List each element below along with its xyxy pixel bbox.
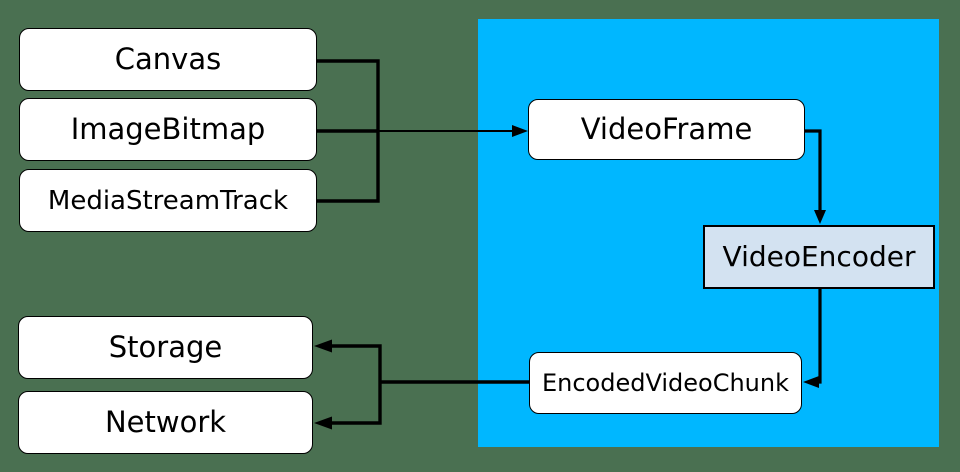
arrowhead-network <box>314 416 332 430</box>
node-video-frame: VideoFrame <box>528 99 805 160</box>
node-storage-label: Storage <box>108 330 223 364</box>
node-video-encoder-label: VideoEncoder <box>722 240 916 273</box>
node-media-stream-track: MediaStreamTrack <box>19 169 317 232</box>
arrowhead-storage <box>314 339 332 353</box>
node-encoded-video-chunk-label: EncodedVideoChunk <box>541 369 790 397</box>
node-video-frame-label: VideoFrame <box>580 112 753 146</box>
node-video-encoder: VideoEncoder <box>703 225 935 289</box>
node-canvas: Canvas <box>19 28 317 91</box>
node-storage: Storage <box>18 316 313 379</box>
node-encoded-video-chunk: EncodedVideoChunk <box>529 352 802 414</box>
node-network: Network <box>18 391 313 454</box>
node-canvas-label: Canvas <box>114 42 222 76</box>
node-image-bitmap: ImageBitmap <box>19 98 317 161</box>
node-media-stream-track-label: MediaStreamTrack <box>47 185 289 216</box>
node-image-bitmap-label: ImageBitmap <box>70 112 266 146</box>
node-network-label: Network <box>104 405 227 439</box>
edge-sources-junction <box>317 59 380 203</box>
